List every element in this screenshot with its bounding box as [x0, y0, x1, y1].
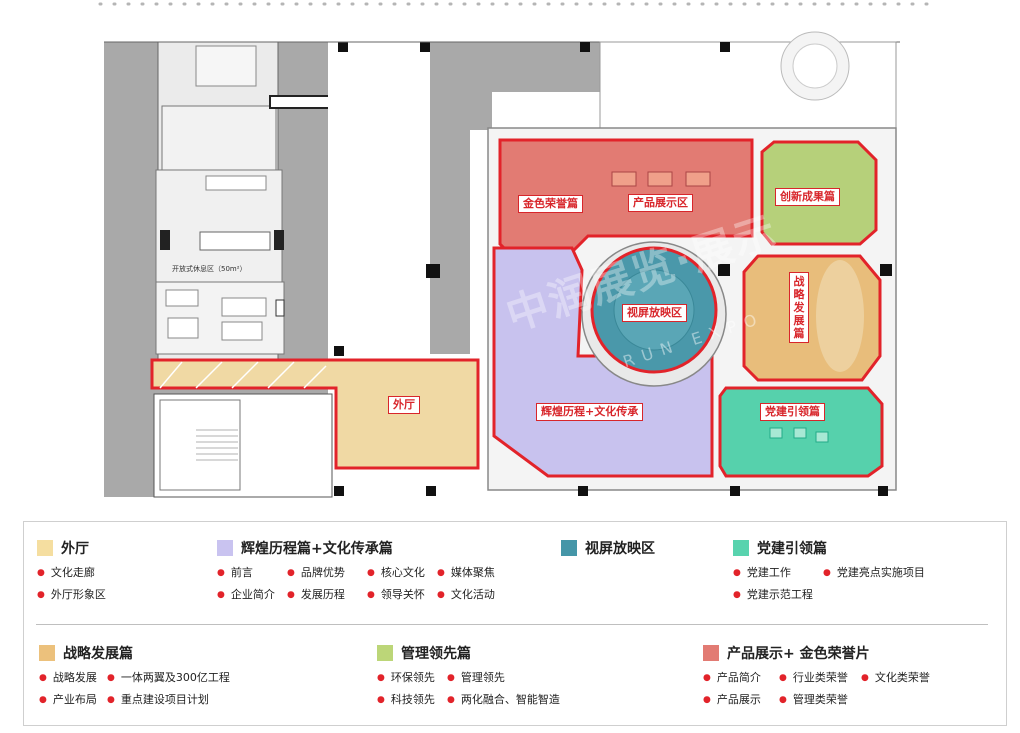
legend-item: 两化融合、智能智造	[447, 691, 560, 707]
legend-swatch	[39, 645, 55, 661]
legend-item: 媒体聚焦	[437, 564, 495, 580]
legend-title: 产品展示+ 金色荣誉片	[727, 646, 870, 662]
legend-panel: 外厅 文化走廊 外厅形象区 辉煌历程篇+文化传承篇 前言 品牌优势 核心文化 媒…	[23, 521, 1007, 726]
legend-item: 党建工作	[733, 564, 791, 580]
legend-item: 党建亮点实施项目	[823, 564, 925, 580]
legend-item: 行业类荣誉	[779, 669, 848, 685]
legend-item: 发展历程	[287, 586, 345, 602]
legend-item: 核心文化	[367, 564, 425, 580]
legend-item: 前言	[217, 564, 253, 580]
legend-title: 党建引领篇	[757, 541, 827, 557]
screening-label: 视屏放映区	[622, 304, 687, 322]
legend-item: 企业简介	[217, 586, 275, 602]
legend-title: 战略发展篇	[63, 646, 133, 662]
top-right-area	[580, 31, 897, 129]
legend-group-strategy: 战略发展篇 战略发展 一体两翼及300亿工程 产业布局 重点建设项目计划	[39, 643, 339, 713]
legend-item: 科技领先	[377, 691, 435, 707]
legend-swatch	[703, 645, 719, 661]
legend-item: 领导关怀	[367, 586, 425, 602]
legend-item: 战略发展	[39, 669, 97, 685]
legend-group-glory: 辉煌历程篇+文化传承篇 前言 品牌优势 核心文化 媒体聚焦 企业简介 发展历程 …	[217, 538, 517, 608]
legend-group-party: 党建引领篇 党建工作 党建亮点实施项目 党建示范工程	[733, 538, 983, 608]
legend-title: 视屏放映区	[585, 541, 655, 557]
product-display-label: 产品展示区	[628, 194, 693, 212]
legend-item: 文化活动	[437, 586, 495, 602]
outer-hall-label: 外厅	[388, 396, 420, 414]
legend-title: 外厅	[61, 541, 89, 557]
legend-group-product-golden: 产品展示+ 金色荣誉片 产品简介 行业类荣誉 文化类荣誉 产品展示 管理类荣誉	[703, 643, 993, 713]
legend-item: 管理类荣誉	[779, 691, 848, 707]
rest-area-caption: 开放式休息区（50m²）	[172, 265, 247, 273]
legend-swatch	[37, 540, 53, 556]
legend-item: 外厅形象区	[37, 586, 106, 602]
legend-title: 管理领先篇	[401, 646, 471, 662]
legend-divider	[36, 624, 988, 625]
legend-item: 党建示范工程	[733, 586, 813, 602]
party-building-label: 党建引领篇	[760, 403, 825, 421]
golden-honor-label: 金色荣誉篇	[518, 195, 583, 213]
legend-item: 产品展示	[703, 691, 761, 707]
legend-group-outer-hall: 外厅 文化走廊 外厅形象区	[37, 538, 207, 608]
floor-plan	[104, 31, 900, 498]
top-dotted-divider	[98, 2, 942, 6]
legend-group-management: 管理领先篇 环保领先 管理领先 科技领先 两化融合、智能智造	[377, 643, 677, 713]
legend-item: 重点建设项目计划	[107, 691, 209, 707]
left-building	[104, 41, 333, 498]
legend-item: 文化走廊	[37, 564, 95, 580]
legend-swatch	[377, 645, 393, 661]
legend-swatch	[561, 540, 577, 556]
legend-group-screening: 视屏放映区	[561, 538, 655, 558]
innovation-label: 创新成果篇	[775, 188, 840, 206]
legend-swatch	[217, 540, 233, 556]
legend-item: 产业布局	[39, 691, 97, 707]
legend-item: 品牌优势	[287, 564, 345, 580]
legend-swatch	[733, 540, 749, 556]
legend-item: 环保领先	[377, 669, 435, 685]
central-corridor	[104, 41, 900, 356]
product-golden-zone	[498, 138, 754, 254]
strategy-label: 战略发展篇	[789, 272, 809, 343]
legend-item: 管理领先	[447, 669, 505, 685]
legend-item: 产品简介	[703, 669, 761, 685]
legend-title: 辉煌历程篇+文化传承篇	[241, 541, 393, 557]
legend-item: 文化类荣誉	[861, 669, 930, 685]
legend-item: 一体两翼及300亿工程	[107, 669, 230, 685]
glory-history-label: 辉煌历程+文化传承	[536, 403, 644, 421]
